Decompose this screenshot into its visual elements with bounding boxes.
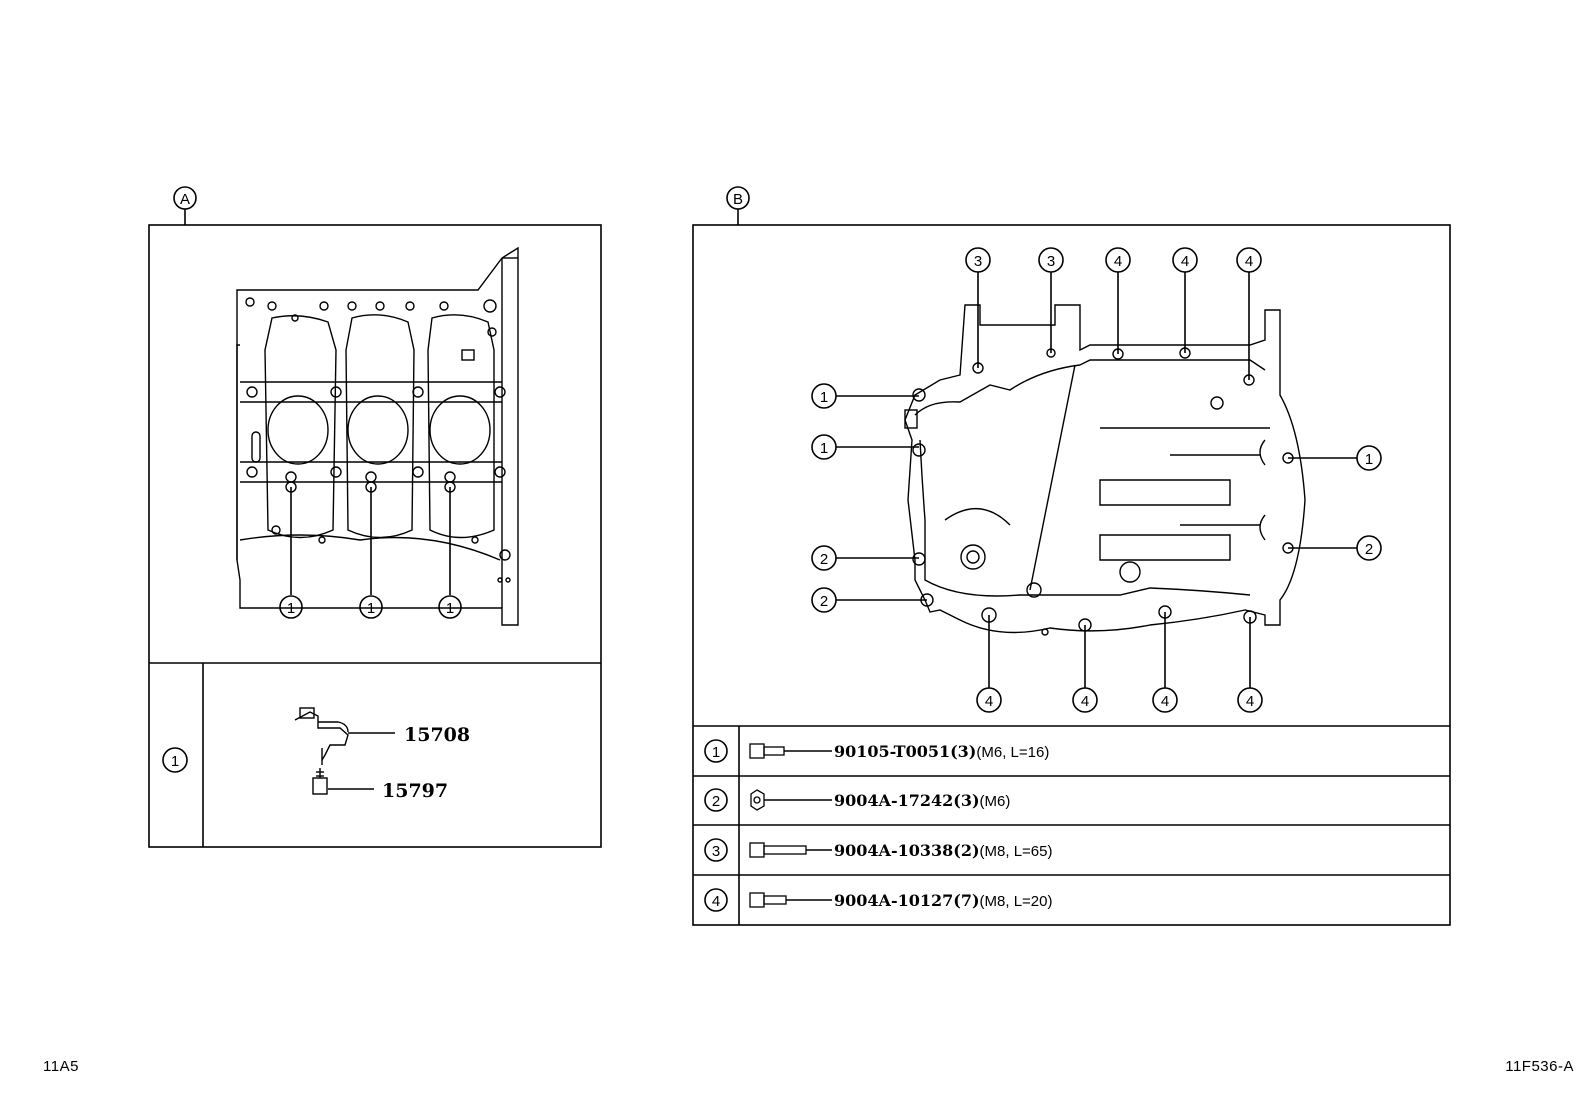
view-a-callout-3: 1 [446,600,454,617]
oil-pan-drawing [904,304,1306,636]
view-b-left-callout-4: 2 [820,593,828,610]
legend-row-4-part: 9004A-10127 [834,891,953,910]
bolt-long-icon [749,842,807,858]
view-b-left-callout-3: 2 [820,551,828,568]
legend-row-3-part: 9004A-10338 [834,841,953,860]
view-b-callouts [811,247,1382,713]
oil-jet-icon [294,707,349,765]
view-b-label: B [726,186,750,225]
legend-row-4-qty: (7) [953,891,979,910]
legend-row: 1 90105-T0051(3)(M6, L=16) [704,739,1049,763]
footer-right-code: 11F536-A [1505,1058,1574,1075]
bolt-icon [312,768,328,795]
view-b-top-callout-5: 4 [1245,253,1253,270]
legend-row-2-part: 9004A-17242 [834,791,953,810]
legend-row-1-part: 90105-T0051 [834,742,950,761]
svg-text:90105-T0051(3)(M6, L=16): 90105-T0051(3)(M6, L=16) [834,742,1049,761]
view-a-legend-number: 1 [171,753,179,770]
view-b-left-callout-2: 1 [820,440,828,457]
legend-row-4-spec: (M8, L=20) [980,893,1053,910]
view-b-letter: B [733,191,743,208]
legend-row: 4 9004A-10127(7)(M8, L=20) [704,888,1052,912]
legend-row-1-number: 1 [712,744,720,761]
svg-text:9004A-10127(7)(M8, L=20): 9004A-10127(7)(M8, L=20) [834,891,1052,910]
svg-text:9004A-10338(2)(M8, L=65): 9004A-10338(2)(M8, L=65) [834,841,1052,860]
legend-row-1-spec: (M6, L=16) [976,744,1049,761]
nut-icon [750,789,765,811]
legend-row-4-number: 4 [712,893,720,910]
view-a-letter: A [180,191,190,208]
legend-row-3-qty: (2) [953,841,979,860]
view-b-bottom-callout-4: 4 [1246,693,1254,710]
legend-row-3-number: 3 [712,843,720,860]
view-b-top-callout-2: 3 [1047,253,1055,270]
view-a-frame [148,224,602,848]
legend-row: 2 9004A-17242(3)(M6) [704,788,1010,812]
legend-row-1-qty: (3) [950,742,976,761]
oil-jet-holes [285,471,456,493]
bolt-medium-icon [749,892,787,908]
view-a-label: A [173,186,197,225]
legend-row: 3 9004A-10338(2)(M8, L=65) [704,838,1052,862]
view-b-frame [692,224,1451,926]
view-b-bottom-callout-1: 4 [985,693,993,710]
view-b-bottom-callout-3: 4 [1161,693,1169,710]
part-15708: 15708 [404,724,470,746]
legend-row-3-spec: (M8, L=65) [980,843,1053,860]
footer-left-code: 11A5 [43,1058,79,1075]
legend-row-2-qty: (3) [953,791,979,810]
view-a-callout-2: 1 [367,600,375,617]
legend-row-2-number: 2 [712,793,720,810]
view-b-bottom-callout-2: 4 [1081,693,1089,710]
view-a-legend: 1 15708 15797 [162,707,470,802]
view-b-right-callout-2: 2 [1365,541,1373,558]
part-15797: 15797 [382,780,448,802]
view-b-top-callout-1: 3 [974,253,982,270]
svg-text:9004A-17242(3)(M6): 9004A-17242(3)(M6) [834,791,1010,810]
view-b-top-callout-3: 4 [1114,253,1122,270]
view-b-legend: 1 90105-T0051(3)(M6, L=16) 2 [704,739,1052,912]
view-a-callout-1: 1 [287,600,295,617]
view-b-left-callout-1: 1 [820,389,828,406]
cylinder-block-drawing [236,246,519,626]
view-a-callouts: 1 1 1 [279,487,462,619]
bolt-short-icon [749,743,785,759]
view-b-right-callout-1: 1 [1365,451,1373,468]
legend-row-2-spec: (M6) [980,793,1011,810]
view-b-top-callout-4: 4 [1181,253,1189,270]
